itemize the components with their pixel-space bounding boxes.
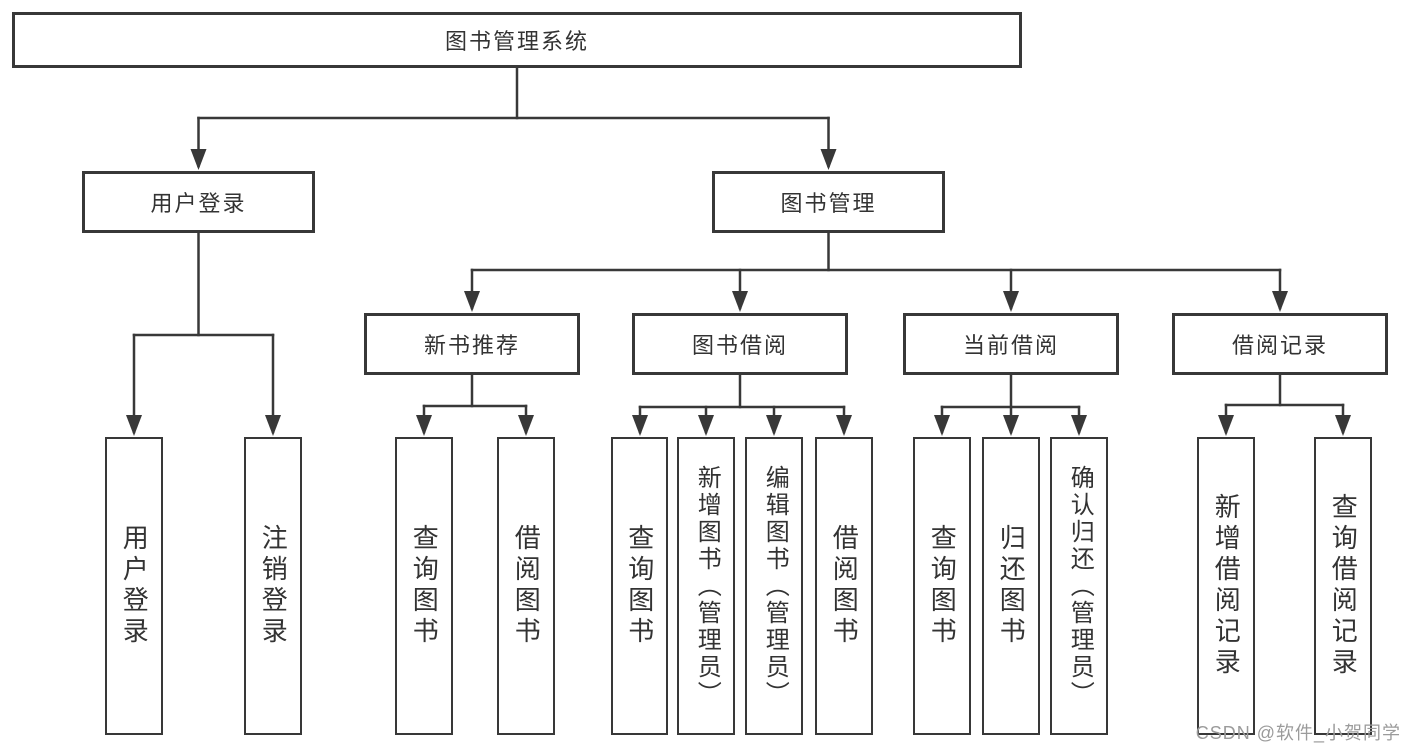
leaf-borrow-books-recommend: 借阅图书 (497, 437, 555, 735)
leaf-add-books-admin: 新增图书（管理员） (677, 437, 735, 735)
leaf-query-books-current-label: 查询图书 (927, 524, 958, 648)
leaf-add-borrow-record: 新增借阅记录 (1197, 437, 1255, 735)
leaf-query-books-current: 查询图书 (913, 437, 971, 735)
leaf-user-login: 用户登录 (105, 437, 163, 735)
leaf-edit-books-admin: 编辑图书（管理员） (745, 437, 803, 735)
csdn-watermark: CSDN @软件_小贺同学 (1195, 723, 1401, 743)
leaf-query-books-recommend: 查询图书 (395, 437, 453, 735)
leaf-add-books-admin-label: 新增图书（管理员） (693, 464, 721, 708)
node-book-management: 图书管理 (712, 171, 945, 233)
leaf-add-borrow-record-label: 新增借阅记录 (1211, 493, 1242, 679)
leaf-confirm-return-admin: 确认归还（管理员） (1050, 437, 1108, 735)
leaf-query-books-borrow: 查询图书 (611, 437, 668, 735)
leaf-query-books-recommend-label: 查询图书 (409, 524, 440, 648)
node-root-label: 图书管理系统 (444, 29, 589, 54)
node-book-borrow: 图书借阅 (632, 313, 848, 375)
leaf-borrow-books: 借阅图书 (815, 437, 873, 735)
leaf-return-books-label: 归还图书 (996, 524, 1027, 648)
node-new-book-recommend-label: 新书推荐 (423, 333, 520, 358)
leaf-borrow-books-recommend-label: 借阅图书 (511, 524, 542, 648)
arrowhead-icons (126, 149, 1351, 436)
node-book-borrow-label: 图书借阅 (691, 333, 788, 358)
leaf-logout: 注销登录 (244, 437, 302, 735)
leaf-borrow-books-label: 借阅图书 (829, 524, 860, 648)
node-book-management-label: 图书管理 (780, 191, 877, 216)
node-current-borrow-label: 当前借阅 (962, 333, 1059, 358)
leaf-query-borrow-record: 查询借阅记录 (1314, 437, 1372, 735)
node-new-book-recommend: 新书推荐 (364, 313, 580, 375)
leaf-query-borrow-record-label: 查询借阅记录 (1328, 493, 1359, 679)
leaf-logout-label: 注销登录 (258, 524, 289, 648)
node-root: 图书管理系统 (12, 12, 1022, 68)
leaf-query-books-borrow-label: 查询图书 (624, 524, 655, 648)
leaf-return-books: 归还图书 (982, 437, 1040, 735)
leaf-confirm-return-admin-label: 确认归还（管理员） (1066, 464, 1094, 708)
node-borrow-records: 借阅记录 (1172, 313, 1388, 375)
leaf-user-login-label: 用户登录 (119, 524, 150, 648)
node-borrow-records-label: 借阅记录 (1231, 333, 1328, 358)
node-current-borrow: 当前借阅 (903, 313, 1119, 375)
leaf-edit-books-admin-label: 编辑图书（管理员） (761, 464, 789, 708)
node-user-login: 用户登录 (82, 171, 315, 233)
node-user-login-label: 用户登录 (150, 191, 247, 216)
